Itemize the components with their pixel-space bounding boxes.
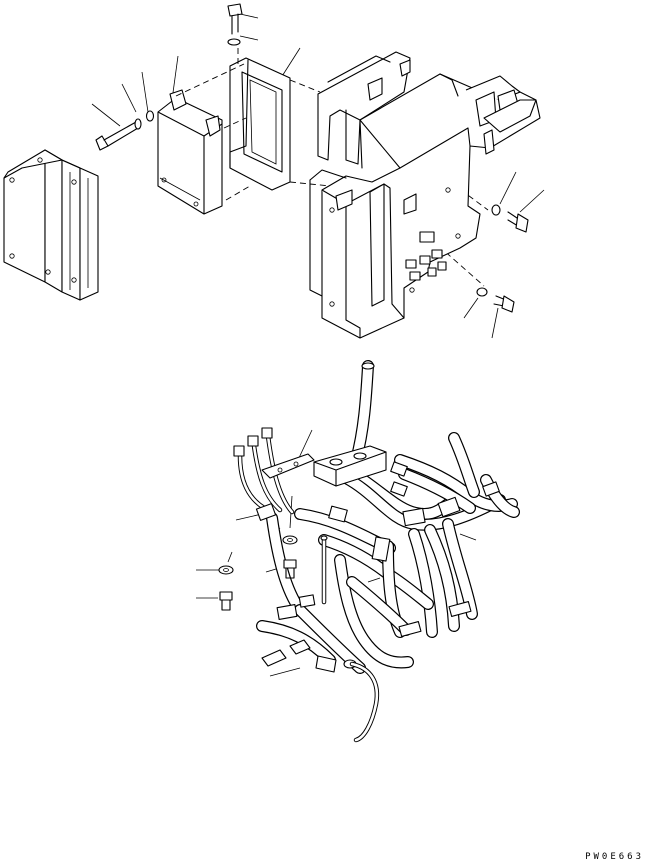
bolt-right-upper <box>492 205 528 232</box>
curved-cable <box>352 664 377 740</box>
bolt-left <box>96 111 154 150</box>
hose-bundle <box>262 438 514 668</box>
washers-bolts-bottom <box>219 536 297 610</box>
drawing-code: PW0E663 <box>585 852 644 862</box>
mounting-plate <box>230 58 290 190</box>
wire-bracket <box>262 454 314 478</box>
hose-clamps <box>256 462 499 637</box>
clamp-bracket <box>314 446 386 486</box>
bolt-right-lower <box>477 288 514 312</box>
bolt-top <box>228 4 242 45</box>
controller-cover <box>4 150 98 300</box>
controller-unit <box>158 90 222 214</box>
vertical-hose <box>356 363 374 460</box>
main-bracket <box>310 52 540 338</box>
